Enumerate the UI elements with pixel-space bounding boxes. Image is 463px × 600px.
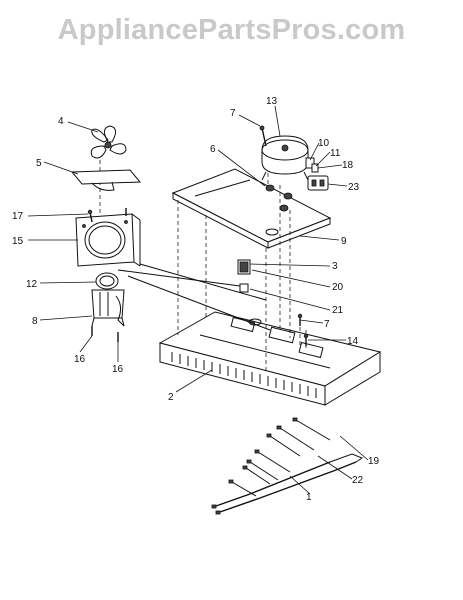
terminal-cover: [307, 175, 329, 191]
callout-1: 1: [306, 492, 312, 503]
callout-3: 3: [332, 261, 338, 272]
motor-screws: [91, 326, 119, 342]
relay-overload: [305, 157, 319, 173]
callout-11: 11: [330, 148, 341, 159]
electrical-box: [237, 259, 251, 293]
mounting-plate: [171, 168, 332, 249]
base-pan: [158, 311, 382, 406]
callout-10: 10: [318, 138, 330, 149]
callout-20: 20: [332, 282, 344, 293]
callout-2: 2: [168, 392, 174, 403]
callout-17: 17: [12, 211, 24, 222]
callout-15: 15: [12, 236, 24, 247]
callout-5: 5: [36, 158, 42, 169]
callout-16-right: 16: [112, 364, 124, 375]
callout-14: 14: [347, 336, 359, 347]
fan-shroud: [70, 169, 142, 191]
callout-13: 13: [266, 96, 278, 107]
callout-22: 22: [352, 475, 364, 486]
watermark: AppliancePartsPros.com: [57, 14, 406, 46]
wire-harness: [211, 417, 364, 515]
callout-12: 12: [26, 279, 38, 290]
fan-blade: [90, 125, 127, 159]
callout-6: 6: [210, 144, 216, 155]
callout-7-base: 7: [324, 319, 330, 330]
callout-23: 23: [348, 182, 360, 193]
fan-motor: [91, 272, 125, 327]
callout-9: 9: [341, 236, 347, 247]
callout-4: 4: [58, 116, 64, 127]
fan-bracket: [75, 213, 141, 267]
screw-bracket: [87, 208, 127, 223]
callout-16-left: 16: [74, 354, 86, 365]
callout-18: 18: [342, 160, 354, 171]
connection-lines: [117, 263, 271, 331]
callout-8: 8: [32, 316, 38, 327]
base-screws: [297, 313, 309, 346]
callout-labels: 4 5 7 6 13 10 11 18 23 9 3 20 21 7 14 17…: [12, 96, 380, 503]
compressor: [261, 135, 309, 212]
callout-19: 19: [368, 456, 380, 467]
screw-top: [259, 125, 267, 147]
leader-lines: [27, 105, 369, 495]
callout-21: 21: [332, 305, 344, 316]
callout-7-top: 7: [230, 108, 236, 119]
